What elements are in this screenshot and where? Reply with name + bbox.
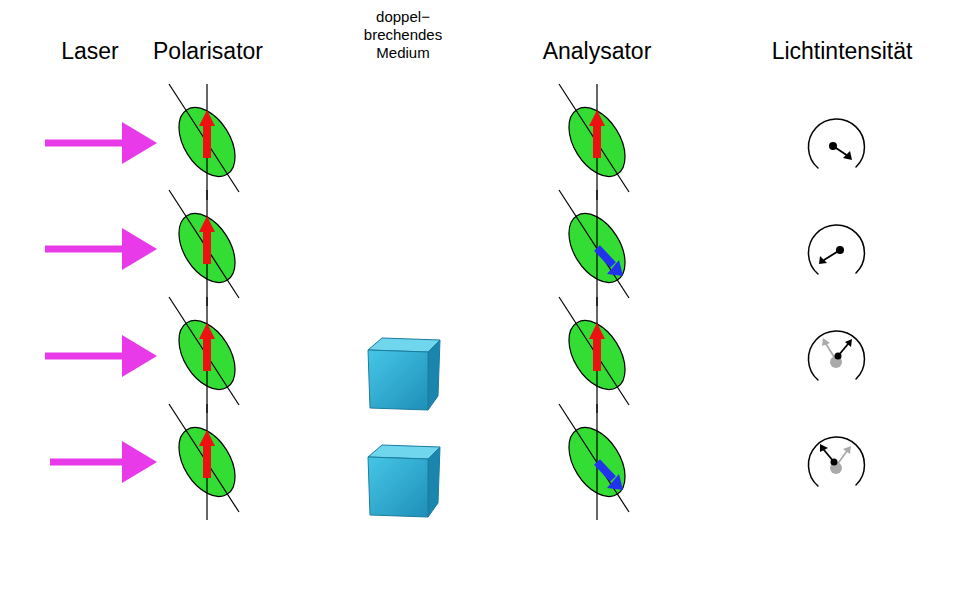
column-heading: doppel− brechendes Medium: [357, 8, 449, 62]
column-heading: Polarisator: [153, 38, 263, 65]
laser-beam: [45, 143, 150, 462]
birefringent-cube: [368, 338, 440, 517]
column-heading: Laser: [61, 38, 119, 65]
column-heading: Analysator: [543, 38, 652, 65]
analyzer: [557, 84, 636, 520]
column-heading: Lichtintensität: [772, 38, 913, 65]
polarizer: [167, 84, 246, 520]
intensity-gauge: [808, 119, 864, 486]
